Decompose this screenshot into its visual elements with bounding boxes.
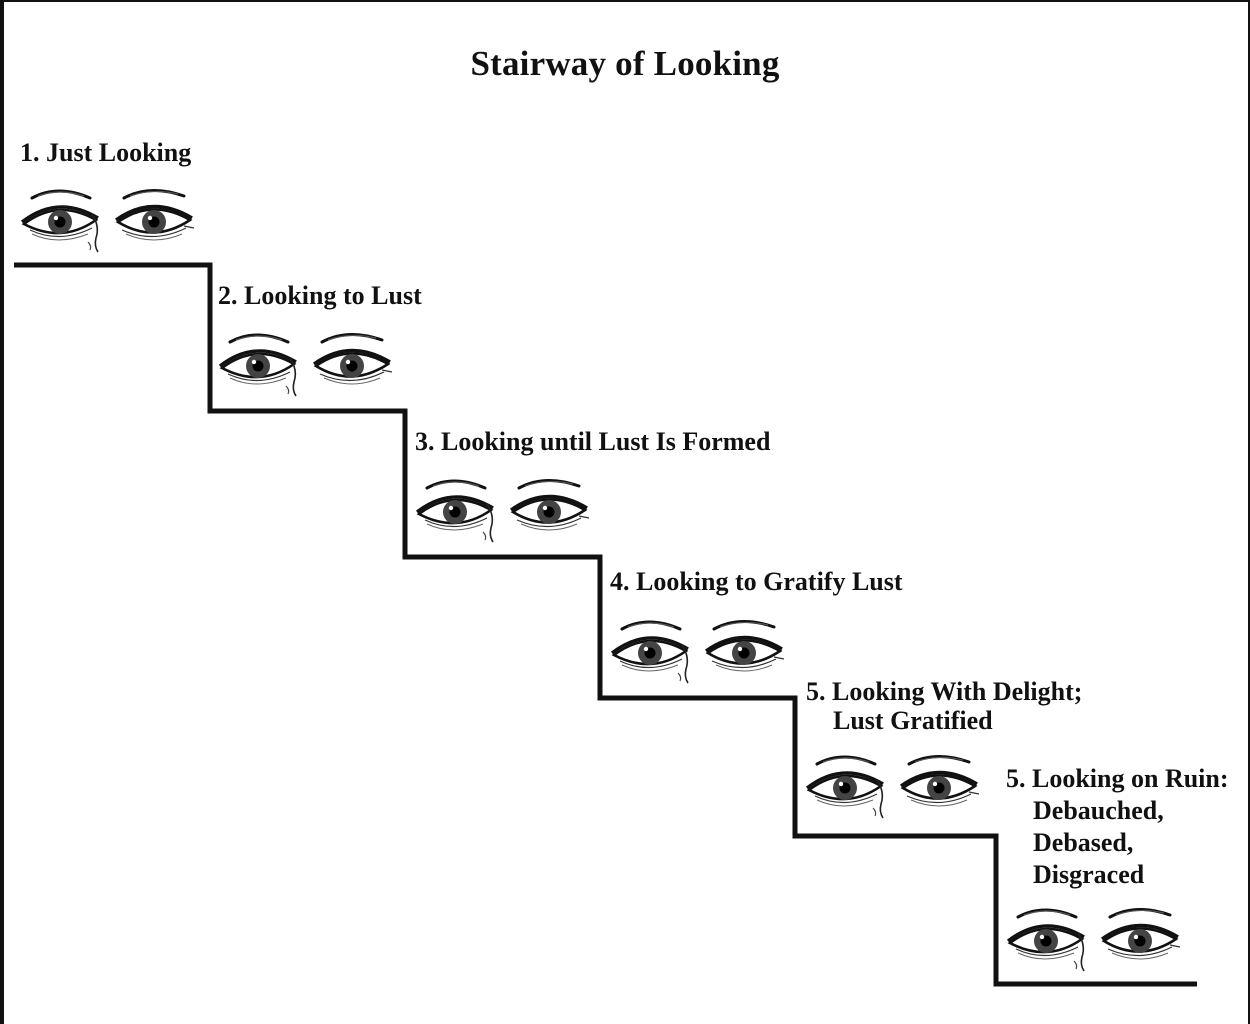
step-5-label: 5. Looking With Delight; Lust Gratified: [806, 677, 1082, 735]
eyes-icon: [415, 478, 591, 544]
eyes-icon: [1006, 907, 1182, 973]
diagram-title: Stairway of Looking: [470, 44, 780, 83]
step-6-line-1: 5. Looking on Ruin:: [1006, 764, 1229, 793]
step-4-label: 4. Looking to Gratify Lust: [610, 567, 903, 596]
step-2-label: 2. Looking to Lust: [218, 281, 422, 310]
eyes-icon: [610, 619, 786, 685]
step-2-line-1: 2. Looking to Lust: [218, 281, 422, 310]
step-1-label: 1. Just Looking: [20, 138, 191, 167]
step-6-line-3: Debased,: [1033, 828, 1134, 857]
step-3-line-1: 3. Looking until Lust Is Formed: [415, 427, 771, 456]
step-3-label: 3. Looking until Lust Is Formed: [415, 427, 770, 456]
eyes-icon: [218, 332, 394, 398]
step-4-line-1: 4. Looking to Gratify Lust: [610, 567, 903, 596]
step-6-line-4: Disgraced: [1033, 860, 1145, 889]
step-5-line-1: 5. Looking With Delight;: [806, 677, 1083, 706]
step-6-line-2: Debauched,: [1033, 796, 1164, 825]
eyes-icon: [805, 754, 981, 820]
step-6-label: 5. Looking on Ruin: Debauched, Debased, …: [1006, 763, 1229, 891]
eyes-icon: [20, 188, 196, 254]
step-1-line-1: 1. Just Looking: [20, 138, 192, 167]
step-5-line-2: Lust Gratified: [833, 706, 993, 735]
